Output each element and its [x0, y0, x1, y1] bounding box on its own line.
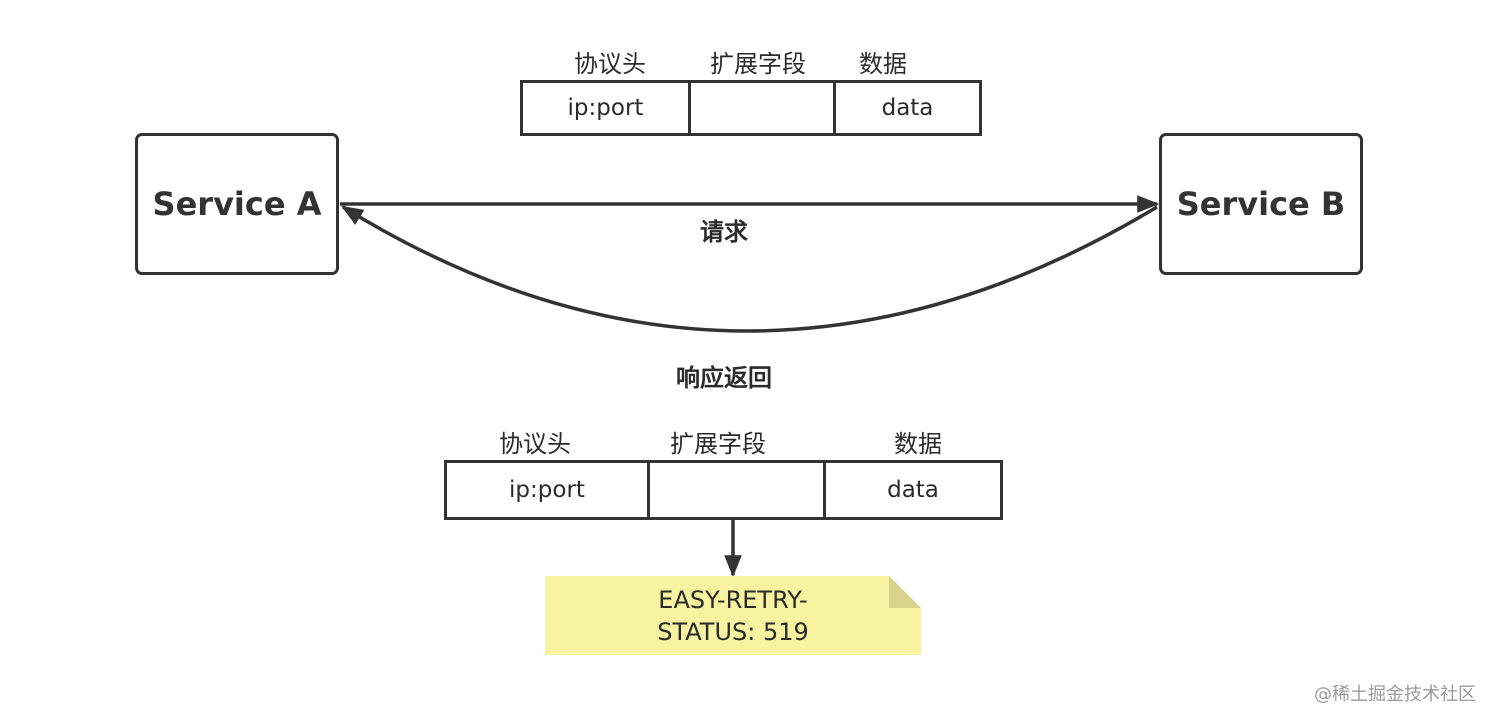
service-b-box: Service B	[1159, 133, 1363, 275]
watermark: @稀土掘金技术社区	[1314, 684, 1476, 705]
service-a-label: Service A	[152, 185, 322, 223]
service-b-label: Service B	[1176, 185, 1346, 223]
response-label: 响应返回	[676, 364, 772, 392]
top-packet: ip:port data	[520, 80, 982, 136]
bottom-cell-extension	[647, 463, 823, 517]
sticky-note: EASY-RETRY- STATUS: 519	[545, 576, 921, 655]
sticky-note-shape	[545, 576, 921, 655]
top-header-extension: 扩展字段	[710, 50, 806, 78]
note-line-1: EASY-RETRY-	[658, 585, 808, 614]
bottom-header-data: 数据	[894, 430, 942, 458]
bottom-header-extension: 扩展字段	[670, 430, 766, 458]
bottom-cell-protocol: ip:port	[509, 477, 585, 503]
request-label: 请求	[700, 218, 748, 246]
response-arrow	[341, 205, 1158, 333]
top-cell-protocol: ip:port	[567, 95, 644, 121]
bottom-packet: ip:port data	[444, 460, 1003, 520]
bottom-header-protocol: 协议头	[499, 430, 571, 458]
top-cell-data: data	[833, 83, 979, 133]
top-cell-extension	[688, 83, 833, 133]
service-a-box: Service A	[135, 133, 339, 275]
note-line-2: STATUS: 519	[657, 617, 809, 646]
top-header-data: 数据	[859, 50, 907, 78]
bottom-cell-data: data	[823, 463, 1000, 517]
top-header-protocol: 协议头	[574, 50, 646, 78]
